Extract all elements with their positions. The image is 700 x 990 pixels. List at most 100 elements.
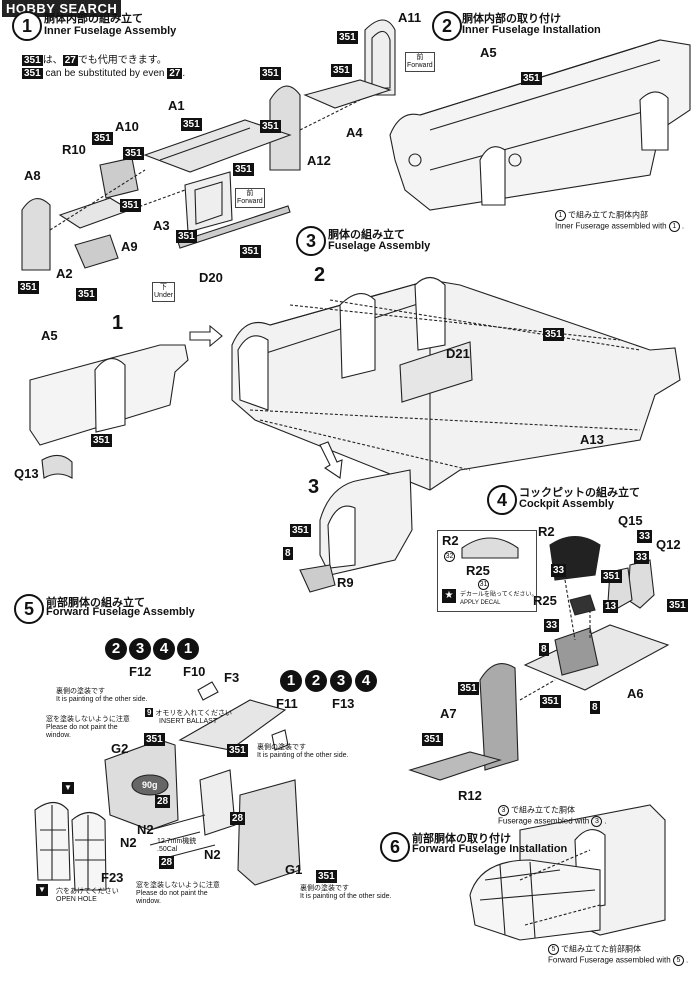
part-label-q13: Q13 xyxy=(14,466,39,481)
paint-351-badge: 351 xyxy=(422,733,443,746)
part-a2-seat xyxy=(74,234,119,269)
step-4-title-jp: コックピットの組み立て xyxy=(519,487,640,499)
step-2-title-jp: 胴体内部の取り付け xyxy=(462,13,561,25)
part-a3-frame xyxy=(184,171,233,233)
sequence-1-item: 4 xyxy=(153,638,175,660)
part-label-a5: A5 xyxy=(41,328,58,343)
instrument-panel-decal xyxy=(461,537,519,559)
nose-section-step6 xyxy=(469,859,601,941)
paint-351-badge: 351 xyxy=(227,744,248,757)
paint-13-badge: 13 xyxy=(603,600,619,613)
step-4-number: 4 xyxy=(487,485,517,515)
part-q13 xyxy=(41,454,73,479)
paint-8-badge: 8 xyxy=(283,547,293,560)
gun-note: 12.7mm機銃 .50Cal xyxy=(157,838,197,853)
part-label-f3: F3 xyxy=(224,670,240,685)
sequence-1-item: 2 xyxy=(105,638,127,660)
part-label-a8: A8 xyxy=(24,168,41,183)
step-6-title-en: Forward Fuselage Installation xyxy=(412,843,568,855)
drill-hole-icon: ▼ xyxy=(36,884,48,896)
part-a1-floor xyxy=(143,119,292,173)
paint-351-badge: 351 xyxy=(181,118,202,131)
part-label-a11: A11 xyxy=(398,10,422,25)
sub-step-2: 2 xyxy=(314,264,326,286)
part-label-a13: A13 xyxy=(580,432,604,447)
part-label-a5: A5 xyxy=(480,45,497,60)
part-a10-seat xyxy=(99,157,139,199)
paint-351-badge: 351 xyxy=(91,434,112,447)
part-d21 xyxy=(399,341,473,403)
window-note-2: 窓を塗装しないように注意 Please do not paint the win… xyxy=(136,882,220,905)
part-g1-half xyxy=(237,779,301,886)
paint-other-side-note-1: 裏側の塗装です It is painting of the other side… xyxy=(56,688,148,703)
paint-351-badge: 351 xyxy=(540,695,561,708)
part-label-f13: F13 xyxy=(332,696,355,711)
part-label-d21: D21 xyxy=(446,346,470,361)
part-label-a4: A4 xyxy=(346,125,363,140)
paint-351-badge: 351 xyxy=(240,245,261,258)
paint-351-badge: 351 xyxy=(260,67,281,80)
part-label-a10: A10 xyxy=(115,119,139,134)
part-label-n2: N2 xyxy=(120,835,137,850)
part-label-d20: D20 xyxy=(199,270,223,285)
part-label-q12: Q12 xyxy=(656,537,681,552)
part-n2-guns xyxy=(149,814,216,859)
sequence-2-item: 2 xyxy=(305,670,327,692)
glue-icon: ▼ xyxy=(62,782,74,794)
paint-28-badge: 28 xyxy=(230,812,246,825)
sequence-2-item: 1 xyxy=(280,670,302,692)
part-f10-window xyxy=(197,681,219,701)
paint-33-badge: 33 xyxy=(544,619,560,632)
part-label-a2: A2 xyxy=(56,266,73,281)
step-3-title-jp: 胴体の組み立て xyxy=(328,229,405,241)
step-6-title-jp: 前部胴体の取り付け xyxy=(412,833,511,845)
part-label-f12: F12 xyxy=(129,664,152,679)
part-r9 xyxy=(299,564,336,593)
part-label-f23: F23 xyxy=(101,870,124,885)
part-a7-bulkhead xyxy=(479,663,519,771)
part-label-n2: N2 xyxy=(204,847,221,862)
sub-step-3: 3 xyxy=(308,476,320,498)
paint-351-badge: 351 xyxy=(176,230,197,243)
step-5-title-jp: 前部胴体の組み立て xyxy=(46,597,145,609)
window-note-1: 窓を塗装しないように注意 Please do not paint the win… xyxy=(46,716,130,739)
part-label-a6: A6 xyxy=(627,686,644,701)
step-1-number: 1 xyxy=(12,11,42,41)
step-1-title-en: Inner Fuselage Assembly xyxy=(44,25,177,37)
step-5-title-en: Forward Fuselage Assembly xyxy=(46,606,195,618)
part-f3-deck xyxy=(178,699,287,751)
part-label-q15: Q15 xyxy=(618,513,643,528)
decal-instruction-box: R2 32 R25 31 ★ デカールを貼ってください。 APPLY DECAL xyxy=(437,530,538,612)
paint-351-badge: 351 xyxy=(458,682,479,695)
part-label-a9: A9 xyxy=(121,239,138,254)
part-label-a12: A12 xyxy=(307,153,331,168)
part-label-r2: R2 xyxy=(538,524,555,539)
paint-351-badge: 351 xyxy=(233,163,254,176)
step-1-title-jp: 胴体内部の組み立て xyxy=(44,13,143,25)
part-label-r25: R25 xyxy=(533,593,557,608)
paint-other-side-note-3: 裏側の塗装です It is painting of the other side… xyxy=(300,885,392,900)
sequence-1-item: 3 xyxy=(129,638,151,660)
nose-glazing-2 xyxy=(71,811,107,891)
part-label-a3: A3 xyxy=(153,218,170,233)
part-label-g1: G1 xyxy=(285,862,303,877)
paint-351-badge: 351 xyxy=(337,31,358,44)
sequence-2-item: 3 xyxy=(330,670,352,692)
forward-indicator-1: 前 Forward xyxy=(405,52,435,72)
part-label-r9: R9 xyxy=(337,575,354,590)
paint-351-badge: 351 xyxy=(260,120,281,133)
ballast-weight xyxy=(131,774,169,796)
fuselage-half-step2 xyxy=(389,39,691,211)
paint-351-badge: 351 xyxy=(144,733,165,746)
part-label-f11: F11 xyxy=(276,696,298,711)
part-r25 xyxy=(569,594,596,616)
part-label-a7: A7 xyxy=(440,706,457,721)
open-hole-note: 穴をあけてください OPEN HOLE xyxy=(56,888,119,903)
sequence-2-item: 4 xyxy=(355,670,377,692)
